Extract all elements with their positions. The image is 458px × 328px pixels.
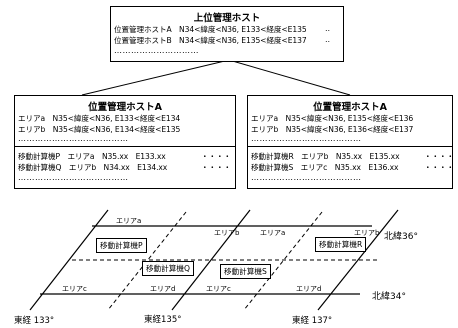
right-host-device-s: 移動計算機S エリアc N35.xx E136.xx [251,163,399,172]
left-host-area-a: エリアa N35<緯度<N36, E133<経度<E134 [18,114,181,123]
right-host-area-a: エリアa N35<緯度<N36, E135<経度<E136 [251,114,414,123]
map-area-label-bottom-3: エリアc [206,285,231,293]
top-host-dots: ………………………… [114,46,199,55]
map-device-p: 移動計算機P [96,238,147,253]
lon-label-133: 東経 133° [14,316,55,326]
top-host-row-1-more: ‥ [325,24,330,33]
left-host-dots-1: ………………………………… [18,134,129,143]
map-area-label-top-3: エリアa [260,229,286,237]
right-host-device-s-more: ・・・・ [424,163,454,172]
right-host-dots-1: ………………………………… [251,134,362,143]
left-host-device-q-more: ・・・・ [201,163,231,172]
lon-135-line [171,209,251,311]
right-host-box: 位置管理ホストA エリアa N35<緯度<N36, E135<経度<E136 エ… [247,95,454,189]
right-host-device-r-more: ・・・・ [424,152,454,161]
left-host-box: 位置管理ホストA エリアa N35<緯度<N36, E133<経度<E134 エ… [14,95,236,189]
top-host-title: 上位管理ホスト [193,13,261,24]
map-device-r: 移動計算機R [315,237,367,252]
right-host-device-r: 移動計算機R エリアb N35.xx E135.xx [251,152,400,161]
map-device-s: 移動計算機S [220,264,271,279]
left-host-device-p: 移動計算機P エリアa N35.xx E133.xx [18,152,166,161]
left-host-dots-2: ………………………………… [18,173,129,182]
lat-label-36: 北緯36° [384,232,418,242]
lon-label-137: 東経 137° [292,316,333,326]
top-host-row-2: 位置管理ホストB N34<緯度<N36, E135<経度<E137 [114,36,307,45]
lat-label-34: 北緯34° [372,292,406,302]
top-host-row-1: 位置管理ホストA N34<緯度<N36, E133<経度<E135 [114,25,307,34]
lon-label-135: 東経135° [144,315,182,325]
left-host-device-p-more: ・・・・ [201,152,231,161]
right-host-area-b: エリアb N35<緯度<N36, E136<経度<E137 [251,125,414,134]
map-area-label-bottom-4: エリアd [296,285,322,293]
map-device-q: 移動計算機Q [142,261,194,276]
left-host-area-b: エリアb N35<緯度<N36, E134<経度<E135 [18,125,181,134]
map-area-label-bottom-2: エリアd [150,285,176,293]
right-host-title: 位置管理ホストA [313,102,387,113]
right-host-dots-2: ………………………………… [251,173,362,182]
lon-137-line [317,209,399,311]
map-area-label-top-4: エリアb [354,229,380,237]
lon-133-line [29,209,109,311]
map-area-label-top-1: エリアa [116,217,142,225]
map-area-label-bottom-1: エリアc [62,285,87,293]
left-host-separator [15,146,235,147]
top-host-box: 上位管理ホスト 位置管理ホストA N34<緯度<N36, E133<経度<E13… [110,6,344,62]
lon-136-dashed-line [243,211,323,311]
left-host-title: 位置管理ホストA [88,102,162,113]
left-host-device-q: 移動計算機Q エリアb N34.xx E134.xx [18,163,168,172]
top-host-row-2-more: ‥ [325,35,330,44]
right-host-separator [248,146,452,147]
map-area-label-top-2: エリアb [214,229,240,237]
